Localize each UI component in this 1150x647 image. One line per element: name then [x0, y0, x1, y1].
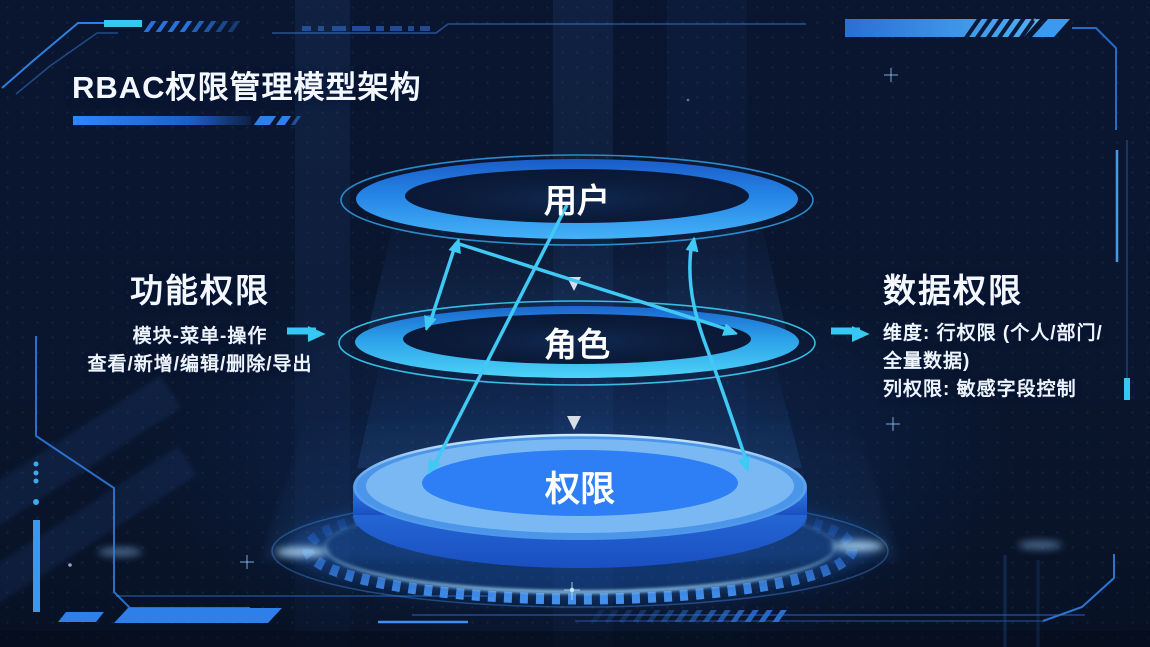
- function-permission-panel: 功能权限 模块-菜单-操作 查看/新增/编辑/删除/导出: [55, 274, 345, 379]
- data-permission-line-2: 全量数据): [883, 351, 971, 372]
- data-permission-title: 数据权限: [883, 272, 1023, 309]
- data-permission-line-1: 维度: 行权限 (个人/部门/: [883, 323, 1103, 344]
- node-user-label: 用户: [544, 182, 610, 219]
- node-role-label: 角色: [544, 326, 610, 363]
- data-permission-panel: 数据权限 维度: 行权限 (个人/部门/ 全量数据) 列权限: 敏感字段控制: [883, 274, 1143, 404]
- node-permission-label: 权限: [544, 470, 615, 509]
- function-permission-title: 功能权限: [130, 272, 270, 309]
- function-permission-line-2: 查看/新增/编辑/删除/导出: [87, 354, 313, 375]
- function-permission-line-1: 模块-菜单-操作: [132, 326, 268, 347]
- footer-band: [0, 631, 1150, 647]
- page-title: RBAC权限管理模型架构: [72, 70, 422, 105]
- data-permission-line-3: 列权限: 敏感字段控制: [883, 379, 1077, 400]
